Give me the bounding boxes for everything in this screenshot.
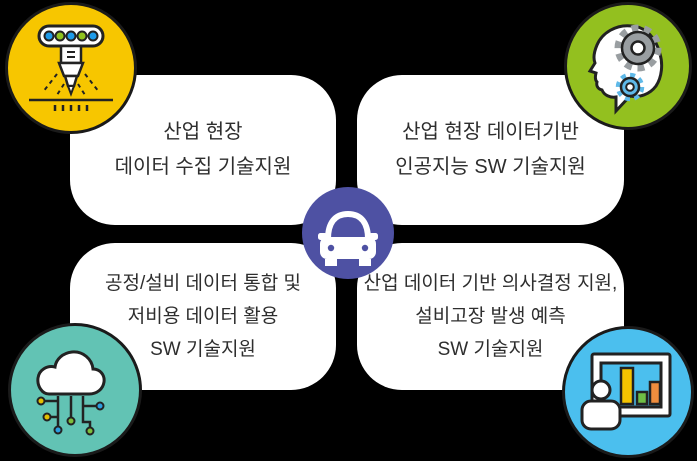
presentation-chart-icon — [580, 352, 672, 431]
card-text-line: 산업 현장 — [163, 121, 243, 143]
car-badge — [302, 187, 394, 279]
laser-cutter-badge — [5, 2, 137, 134]
ai-head-gears-icon — [587, 24, 664, 115]
card-text-line: 인공지능 SW 기술지원 — [395, 156, 586, 178]
card-text-line: 저비용 데이터 활용 — [127, 306, 279, 327]
car-icon — [318, 210, 378, 266]
cloud-circuit-icon — [36, 350, 106, 436]
ai-head-badge — [564, 2, 692, 130]
cloud-circuit-badge — [8, 323, 142, 457]
laser-cutter-icon — [29, 24, 113, 111]
bar-green — [635, 390, 649, 406]
card-text-line: 설비고장 발생 예측 — [415, 306, 566, 327]
card-text-line: 산업 데이터 기반 의사결정 지원, — [363, 273, 618, 294]
bar-yellow — [619, 366, 635, 406]
card-text-line: 데이터 수집 기술지원 — [114, 156, 292, 178]
card-text-line: 산업 현장 데이터기반 — [402, 121, 579, 143]
presentation-badge — [562, 326, 694, 458]
card-text-line: SW 기술지원 — [437, 339, 544, 360]
card-text-line: 공정/설비 데이터 통합 및 — [105, 273, 301, 294]
card-text-line: SW 기술지원 — [150, 339, 256, 360]
bar-orange — [648, 380, 662, 406]
